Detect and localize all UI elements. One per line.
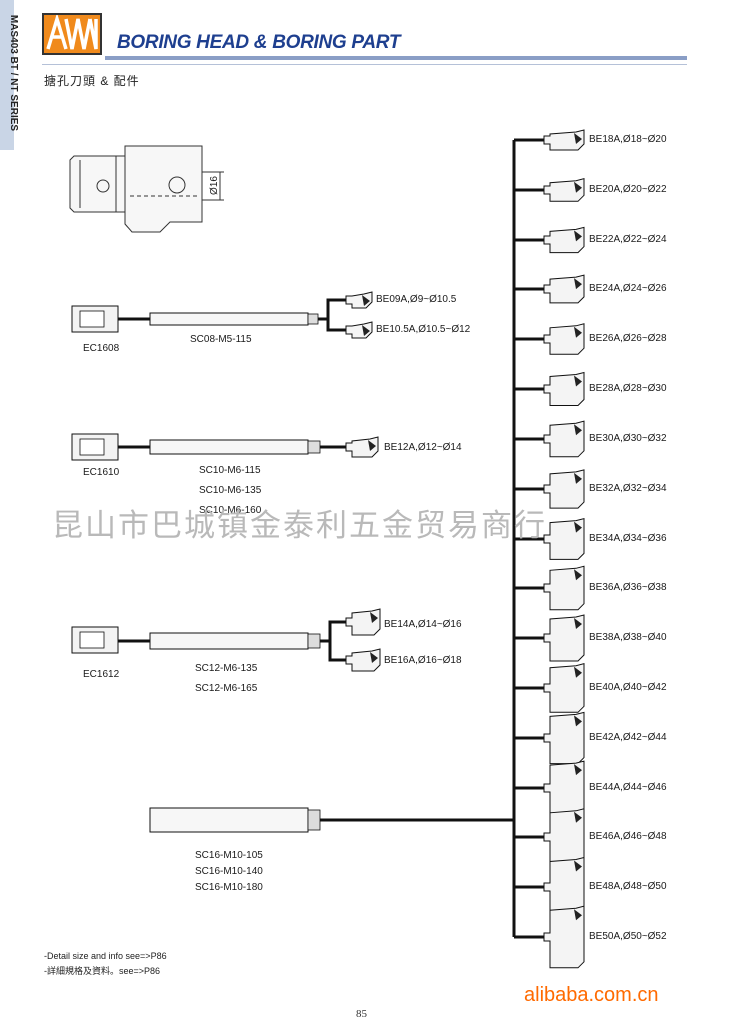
boring-head-large: [543, 808, 585, 866]
boring-head-large: [543, 565, 585, 611]
head-label: BE50A,Ø50~Ø52: [589, 931, 667, 942]
bar-label: SC12-M6-165: [195, 683, 258, 694]
alibaba-brand: alibaba.com.cn: [524, 984, 659, 1006]
brand-logo: [42, 13, 102, 55]
adapter-ec1608-group: [71, 298, 346, 333]
boring-head-large: [543, 323, 585, 355]
head-label: BE42A,Ø42~Ø44: [589, 732, 667, 743]
adapter-code: EC1608: [83, 343, 120, 354]
head-label: BE22A,Ø22~Ø24: [589, 234, 667, 245]
head-label: BE46A,Ø46~Ø48: [589, 831, 667, 842]
boring-head-large: [543, 905, 585, 969]
logo-mark: [46, 15, 98, 50]
head-label: BE38A,Ø38~Ø40: [589, 632, 667, 643]
head-label: BE12A,Ø12~Ø14: [384, 442, 462, 453]
boring-head-large: [543, 711, 585, 765]
head-label: BE16A,Ø16~Ø18: [384, 655, 462, 666]
bar-label: SC10-M6-135: [199, 485, 262, 496]
boring-head-large: [543, 129, 585, 151]
boring-head-small: [345, 436, 379, 458]
head-label: BE28A,Ø28~Ø30: [589, 383, 667, 394]
page-title: BORING HEAD & BORING PART: [117, 32, 401, 53]
head-label: BE18A,Ø18~Ø20: [589, 134, 667, 145]
boring-head-large: [543, 469, 585, 509]
note-english: -Detail size and info see=>P86: [44, 951, 167, 961]
adapter-ec1612-group: [71, 620, 346, 662]
head-label: BE48A,Ø48~Ø50: [589, 881, 667, 892]
bar-sc16-group: [149, 807, 514, 833]
boring-head-small: [345, 648, 381, 672]
head-label: BE32A,Ø32~Ø34: [589, 483, 667, 494]
bar-label: SC16-M10-180: [195, 882, 263, 893]
holder-dimension: Ø16: [208, 176, 220, 195]
boring-head-large: [543, 420, 585, 458]
bar-label: SC12-M6-135: [195, 663, 258, 674]
head-label: BE34A,Ø34~Ø36: [589, 533, 667, 544]
bar-label: SC10-M6-160: [199, 505, 262, 516]
boring-head-large: [543, 663, 585, 713]
boring-head-small: [345, 321, 373, 339]
head-label: BE44A,Ø44~Ø46: [589, 782, 667, 793]
boring-head-large: [543, 371, 585, 406]
page-number: 85: [356, 1008, 367, 1020]
boring-head-small: [345, 291, 373, 309]
header-rule-thin: [42, 64, 687, 65]
boring-head-large: [543, 760, 585, 816]
adapter-ec1610-group: [71, 433, 346, 461]
boring-head-small: [345, 608, 381, 636]
series-tab: [0, 0, 14, 150]
head-label: BE40A,Ø40~Ø42: [589, 682, 667, 693]
head-label: BE36A,Ø36~Ø38: [589, 582, 667, 593]
boring-head-large: [543, 178, 585, 202]
bar-label: SC16-M10-105: [195, 850, 263, 861]
boring-head-large: [543, 226, 585, 254]
bar-label: SC10-M6-115: [199, 465, 261, 476]
head-label: BE26A,Ø26~Ø28: [589, 333, 667, 344]
header-rule: [105, 56, 687, 60]
adapter-code: EC1612: [83, 669, 120, 680]
watermark: 昆山市巴城镇金泰利五金贸易商行: [52, 508, 547, 544]
bar-label: SC08-M5-115: [190, 334, 252, 345]
holder-drawing: [69, 145, 224, 233]
bar-label: SC16-M10-140: [195, 866, 263, 877]
head-label: BE30A,Ø30~Ø32: [589, 433, 667, 444]
page-subtitle: 搪孔刀頭 & 配件: [44, 74, 140, 88]
head-label: BE24A,Ø24~Ø26: [589, 283, 667, 294]
boring-head-large: [543, 517, 585, 560]
note-chinese: -詳細規格及資料。see=>P86: [44, 966, 161, 976]
boring-head-large: [543, 614, 585, 662]
head-label: BE09A,Ø9~Ø10.5: [376, 294, 457, 305]
head-label: BE10.5A,Ø10.5~Ø12: [376, 324, 471, 335]
adapter-code: EC1610: [83, 467, 120, 478]
boring-head-large: [543, 274, 585, 304]
head-label: BE20A,Ø20~Ø22: [589, 184, 667, 195]
head-label: BE14A,Ø14~Ø16: [384, 619, 462, 630]
